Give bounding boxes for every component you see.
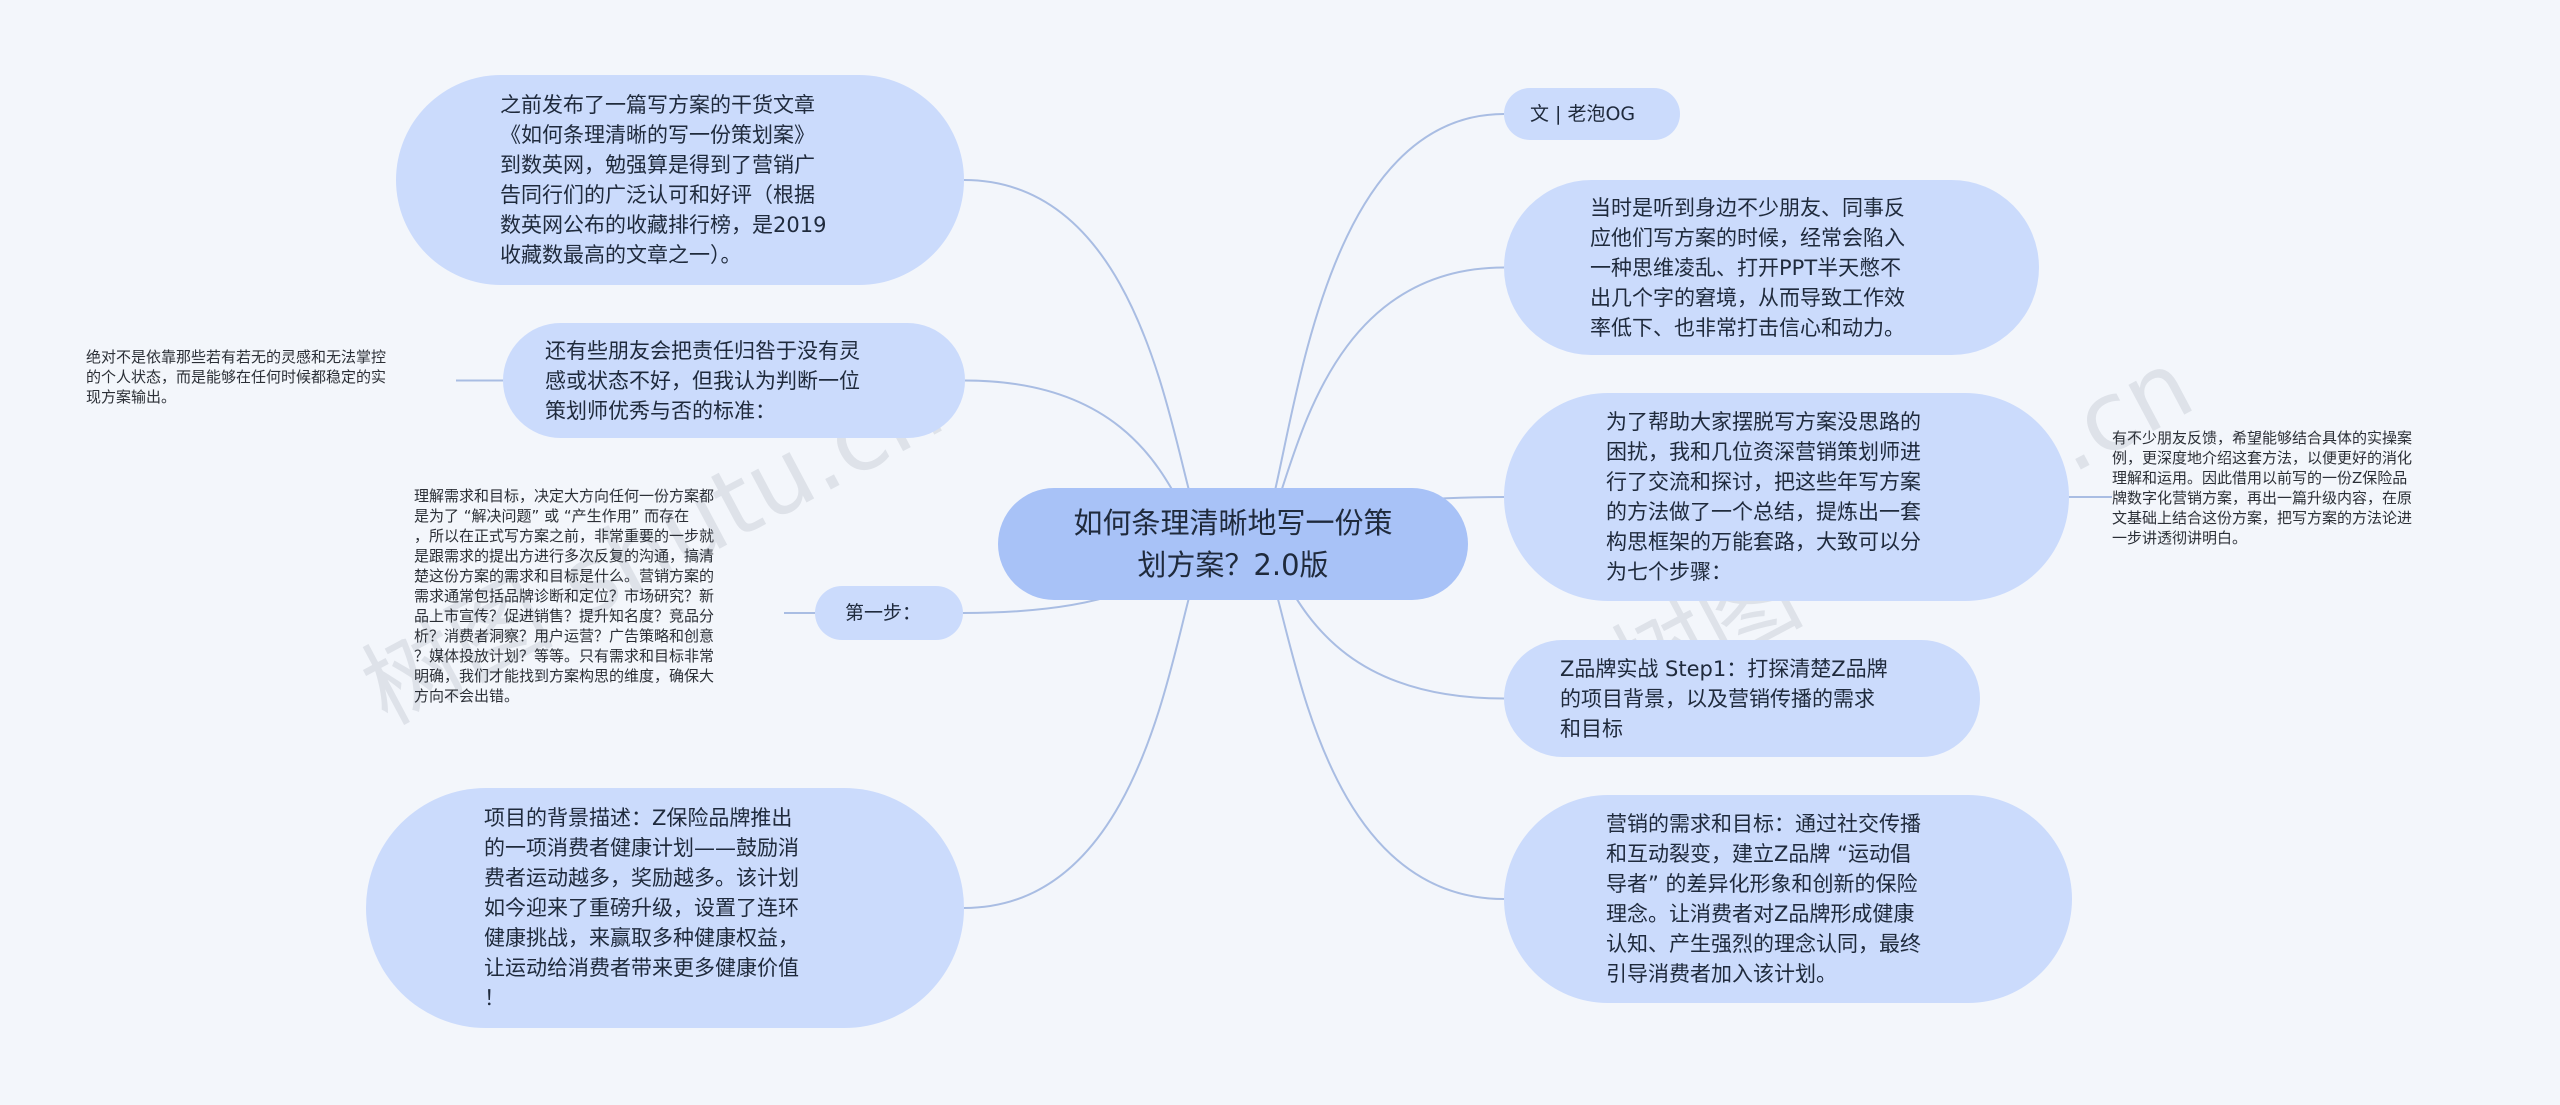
- topic-label: 项目的背景描述：Z保险品牌推出 的一项消费者健康计划——鼓励消 费者运动越多，奖…: [484, 806, 799, 1010]
- topic-label: 第一步：: [845, 602, 922, 624]
- note-stable-output: 绝对不是依靠那些若有若无的灵感和无法掌控 的个人状态，而是能够在任何时候都稳定的…: [86, 348, 387, 406]
- topic-label: 当时是听到身边不少朋友、同事反 应他们写方案的时候，经常会陷入 一种思维凌乱、打…: [1590, 195, 1905, 340]
- topic-label: 为了帮助大家摆脱写方案没思路的 困扰，我和几位资深营销策划师进 行了交流和探讨，…: [1606, 410, 1921, 584]
- topic-z-brand-step1[interactable]: Z品牌实战 Step1：打探清楚Z品牌 的项目背景，以及营销传播的需求 和目标: [1504, 640, 1980, 757]
- topic-planner-standard[interactable]: 还有些朋友会把责任归咎于没有灵 感或状态不好，但我认为判断一位 策划师优秀与否的…: [503, 323, 965, 438]
- topic-step-one[interactable]: 第一步：: [815, 586, 963, 640]
- topic-label: 还有些朋友会把责任归咎于没有灵 感或状态不好，但我认为判断一位 策划师优秀与否的…: [545, 338, 860, 423]
- topic-pain-point[interactable]: 当时是听到身边不少朋友、同事反 应他们写方案的时候，经常会陷入 一种思维凌乱、打…: [1504, 180, 2039, 355]
- topic-seven-steps[interactable]: 为了帮助大家摆脱写方案没思路的 困扰，我和几位资深营销策划师进 行了交流和探讨，…: [1504, 393, 2069, 601]
- topic-label: Z品牌实战 Step1：打探清楚Z品牌 的项目背景，以及营销传播的需求 和目标: [1560, 656, 1888, 741]
- topic-marketing-goals[interactable]: 营销的需求和目标：通过社交传播 和互动裂变，建立Z品牌 “运动倡 导者” 的差异…: [1504, 795, 2072, 1003]
- topic-project-background[interactable]: 项目的背景描述：Z保险品牌推出 的一项消费者健康计划——鼓励消 费者运动越多，奖…: [366, 788, 964, 1028]
- topic-label: 文 | 老泡OG: [1530, 103, 1636, 125]
- topic-label: 营销的需求和目标：通过社交传播 和互动裂变，建立Z品牌 “运动倡 导者” 的差异…: [1606, 812, 1921, 986]
- note-understand-needs: 理解需求和目标，决定大方向任何一份方案都 是为了 “解决问题” 或 “产生作用”…: [414, 487, 715, 705]
- topic-previous-article[interactable]: 之前发布了一篇写方案的干货文章 《如何条理清晰的写一份策划案》 到数英网，勉强算…: [396, 75, 964, 285]
- root-topic[interactable]: 如何条理清晰地写一份策 划方案？2.0版: [998, 488, 1468, 600]
- connector-line: [1252, 113, 1505, 545]
- note-case-study: 有不少朋友反馈，希望能够结合具体的实操案 例，更深度地介绍这套方法，以便更好的消…: [2112, 429, 2413, 547]
- topic-label: 之前发布了一篇写方案的干货文章 《如何条理清晰的写一份策划案》 到数英网，勉强算…: [500, 93, 827, 267]
- root-topic-label: 如何条理清晰地写一份策 划方案？2.0版: [1073, 506, 1393, 582]
- topic-author[interactable]: 文 | 老泡OG: [1504, 88, 1680, 140]
